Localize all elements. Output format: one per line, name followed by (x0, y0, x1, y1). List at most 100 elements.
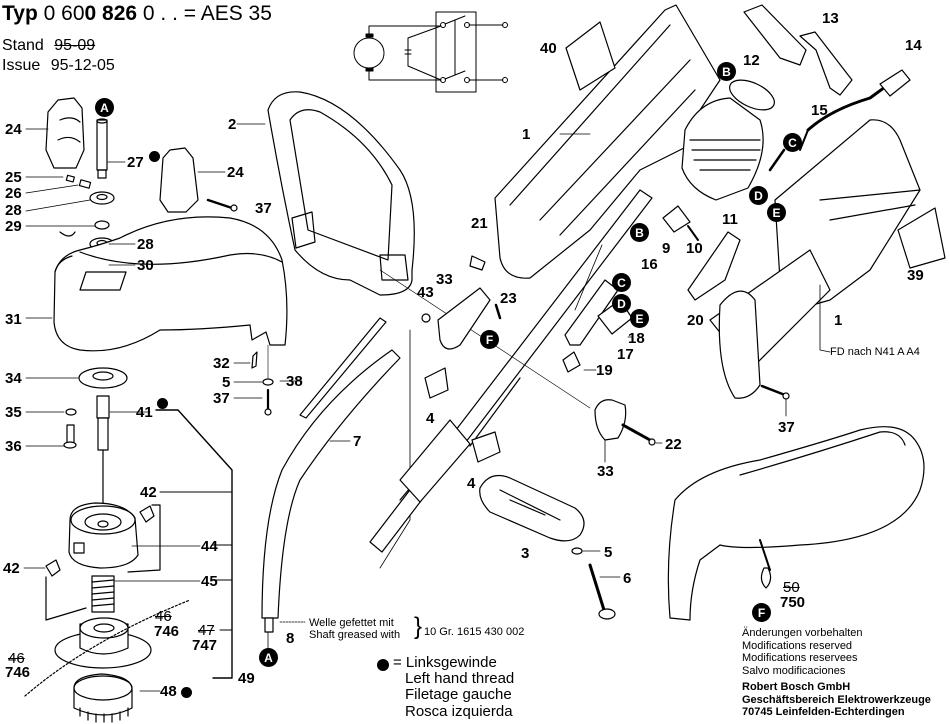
part-label-36: 36 (5, 438, 22, 455)
part-label-23: 23 (500, 290, 517, 307)
mod-fr: Modifications reservees (742, 652, 858, 665)
part-label-9: 9 (662, 240, 671, 257)
part-label-746b: 746 (5, 664, 31, 681)
part-11-motor (681, 97, 764, 201)
part-label-33: 33 (436, 271, 453, 288)
grease-part-number: 10 Gr. 1615 430 002 (424, 626, 525, 638)
part-label-18: 18 (628, 330, 645, 347)
part-27-shaft (96, 118, 108, 179)
leader-lines (23, 128, 201, 692)
connector-e-badge: E (767, 203, 786, 222)
group-49-bracket (155, 409, 233, 679)
part-label-747: 747 (192, 637, 218, 654)
part-50-harness (667, 426, 925, 621)
part-label-29: 29 (5, 218, 22, 235)
connector-f-badge: F (480, 330, 499, 349)
part-label-1: 1 (522, 126, 531, 143)
part-label-43: 43 (417, 284, 434, 301)
part-31-guard (53, 216, 288, 352)
stand-value: 95-09 (54, 37, 96, 54)
grease-note: Welle gefettet mit Shaft greased with (309, 617, 400, 642)
part-label-44: 44 (201, 538, 218, 555)
part-label-40: 40 (540, 40, 557, 57)
part-label-6: 6 (623, 570, 632, 587)
part-label-25: 25 (5, 169, 22, 186)
part-label-48: 48 (160, 683, 177, 700)
company-info: Robert Bosch GmbH Geschäftsbereich Elekt… (742, 681, 931, 719)
part-21 (469, 255, 486, 271)
part-9-10-coupling (662, 205, 699, 241)
left-thread-dot (157, 398, 168, 409)
connector-c-badge: C (612, 273, 631, 292)
part-14-plug-cord (799, 69, 911, 151)
connector-e-badge: E (630, 309, 649, 328)
part-42-caps (45, 504, 161, 621)
part-label-24b: 24 (227, 164, 244, 181)
part-label-31: 31 (5, 311, 22, 328)
part-label-24: 24 (5, 121, 22, 138)
left-thread-dot (181, 687, 192, 698)
part-label-26: 26 (5, 185, 22, 202)
part-3-base (479, 475, 585, 542)
left-thread-legend-dot (377, 659, 389, 671)
part-label-38: 38 (286, 373, 303, 390)
legend-en: Left hand thread (405, 670, 515, 688)
part-label-19: 19 (596, 362, 613, 379)
company-address: 70745 Leinfelden-Echterdingen (742, 706, 905, 719)
part-label-41: 41 (136, 404, 153, 421)
issue-label: Issue (2, 57, 41, 74)
stand-line: Stand 95-09 (2, 37, 95, 55)
part-label-37c: 37 (778, 419, 795, 436)
part-label-42b: 42 (3, 560, 20, 577)
fd-note: FD nach N41 A A4 (830, 346, 920, 358)
part-label-37b: 37 (213, 390, 230, 407)
grease-note-de: Welle gefettet mit (309, 617, 394, 629)
company-name: Robert Bosch GmbH (742, 681, 851, 693)
part-label-45: 45 (201, 573, 218, 590)
part-label-37: 37 (255, 200, 272, 217)
part-20-switch (687, 231, 741, 301)
lower-hub-parts (63, 367, 128, 521)
part-label-5: 5 (222, 374, 231, 391)
modifications-notice: Änderungen vorbehalten Modifications res… (742, 627, 862, 677)
housing-end-cap (718, 290, 761, 399)
part-label-46b-old: 46 (8, 650, 25, 667)
part-33-upper (421, 287, 502, 350)
part-label-33b: 33 (597, 463, 614, 480)
connector-d-badge: D (749, 186, 768, 205)
part-4-brackets (424, 367, 501, 463)
part-44-spool-housing (68, 502, 139, 569)
part-label-4b: 4 (467, 475, 476, 492)
part-label-750: 750 (780, 594, 806, 611)
part-1-housing-upper (494, 4, 721, 279)
connector-f-badge: F (752, 603, 771, 622)
part-25 (65, 174, 75, 183)
brace: } (414, 613, 423, 640)
company-division: Geschäftsbereich Elektrowerkzeuge (742, 693, 931, 706)
guard-fasteners (233, 344, 274, 416)
type-number-b: 0 826 (84, 2, 138, 25)
left-thread-dot (149, 151, 160, 162)
part-24-cover (159, 147, 238, 213)
part-7-tube (261, 349, 401, 649)
type-number-c: 0 . . = AES 35 (137, 2, 272, 25)
left-thread-legend: = Linksgewinde Left hand thread Filetage… (393, 654, 515, 720)
grease-note-en: Shaft greased with (309, 629, 401, 642)
part-16-rod (574, 244, 603, 311)
part-label-10: 10 (686, 240, 703, 257)
legend-fr: Filetage gauche (405, 686, 512, 704)
connector-a-badge: A (95, 98, 114, 117)
issue-value: 95-12-05 (50, 57, 115, 74)
connector-d-badge: D (612, 294, 631, 313)
part-label-35: 35 (5, 404, 22, 421)
part-label-11: 11 (722, 211, 738, 228)
part-33-lower (594, 399, 663, 463)
part-label-47-old: 47 (198, 622, 215, 639)
type-number-a: 0 60 (43, 2, 85, 25)
stand-label: Stand (2, 37, 44, 54)
issue-line: Issue 95-12-05 (2, 57, 115, 75)
brush-part (768, 148, 786, 172)
connector-b-badge: B (630, 223, 649, 242)
part-24-clip (45, 97, 85, 169)
